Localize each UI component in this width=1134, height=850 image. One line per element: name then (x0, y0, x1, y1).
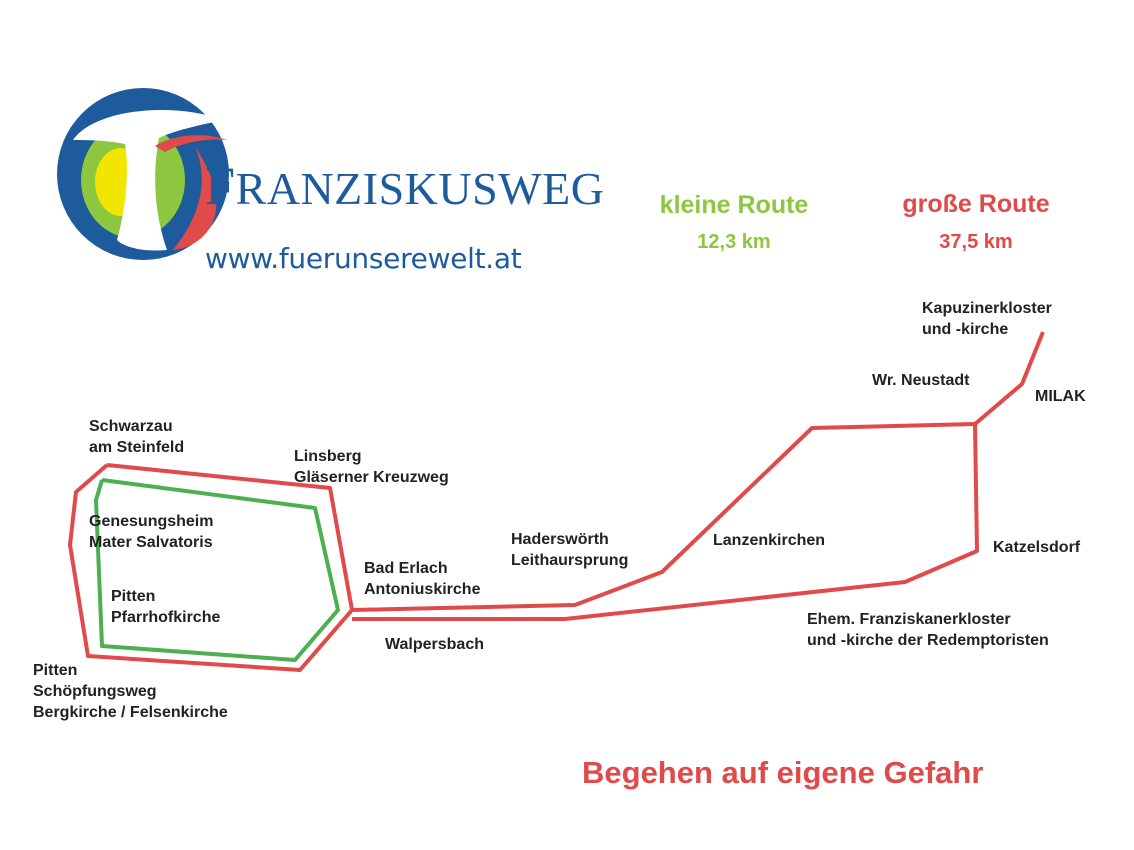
small-route-line (94, 478, 340, 662)
large-route-loop (68, 463, 354, 672)
website-url: www.fuerunserewelt.at (205, 242, 522, 275)
place-franziskanerkloster: Ehem. Franziskanerkloster und -kirche de… (807, 609, 1049, 651)
place-line: Antoniuskirche (364, 581, 481, 598)
place-line: Pitten (33, 662, 78, 679)
place-milak: MILAK (1035, 386, 1086, 407)
small-route-distance: 12,3 km (697, 231, 771, 253)
large-route-south-branch (352, 423, 979, 621)
place-line: Leithaursprung (511, 552, 629, 569)
place-line: Wr. Neustadt (872, 372, 970, 389)
place-line: Gläserner Kreuzweg (294, 469, 449, 486)
place-line: Haderswörth (511, 531, 609, 548)
place-line: Bergkirche / Felsenkirche (33, 704, 228, 721)
place-line: Mater Salvatoris (89, 534, 213, 551)
place-bad-erlach: Bad Erlach Antoniuskirche (364, 558, 480, 600)
franziskusweg-logo (57, 88, 229, 260)
place-pitten-bergkirche: Pitten Schöpfungsweg Bergkirche / Felsen… (33, 660, 228, 723)
place-line: Pitten (111, 588, 156, 605)
place-line: Bad Erlach (364, 560, 448, 577)
brand-rest: RANZISKUSWEG (235, 163, 605, 214)
place-pitten-pfarrhofkirche: Pitten Pfarrhofkirche (111, 586, 220, 628)
place-walpersbach: Walpersbach (385, 634, 484, 655)
place-line: Pfarrhofkirche (111, 609, 221, 626)
brand-title: FRANZISKUSWEG (205, 158, 604, 217)
place-schwarzau: Schwarzau am Steinfeld (89, 416, 184, 458)
place-line: und -kirche (922, 321, 1009, 338)
large-route-title: große Route (902, 190, 1050, 218)
place-line: Schwarzau (89, 418, 173, 435)
brand-initial: F (205, 156, 236, 216)
place-line: am Steinfeld (89, 439, 185, 456)
place-line: Linsberg (294, 448, 362, 465)
logo-red-swoosh (155, 135, 227, 152)
small-route-title: kleine Route (659, 191, 809, 219)
place-wr-neustadt: Wr. Neustadt (872, 370, 970, 391)
place-line: Katzelsdorf (993, 539, 1081, 556)
place-lanzenkirchen: Lanzenkirchen (713, 530, 825, 551)
place-line: Walpersbach (385, 636, 484, 653)
place-line: MILAK (1035, 388, 1086, 405)
place-haderswoerth: Haderswörth Leithaursprung (511, 529, 628, 571)
place-line: Lanzenkirchen (713, 532, 826, 549)
warning-text: Begehen auf eigene Gefahr (582, 755, 984, 790)
place-line: Ehem. Franziskanerkloster (807, 611, 1011, 628)
place-kapuzinerkloster: Kapuzinerkloster und -kirche (922, 298, 1052, 340)
logo-white-tau (73, 109, 223, 251)
place-genesungsheim: Genesungsheim Mater Salvatoris (89, 511, 213, 553)
large-route-north-branch (351, 331, 1045, 612)
place-linsberg: Linsberg Gläserner Kreuzweg (294, 446, 449, 488)
logo-red-arc (173, 146, 217, 250)
place-line: Schöpfungsweg (33, 683, 157, 700)
place-line: Genesungsheim (89, 513, 214, 530)
large-route-distance: 37,5 km (939, 231, 1013, 253)
place-katzelsdorf: Katzelsdorf (993, 537, 1080, 558)
place-line: Kapuzinerkloster (922, 300, 1052, 317)
place-line: und -kirche der Redemptoristen (807, 632, 1049, 649)
